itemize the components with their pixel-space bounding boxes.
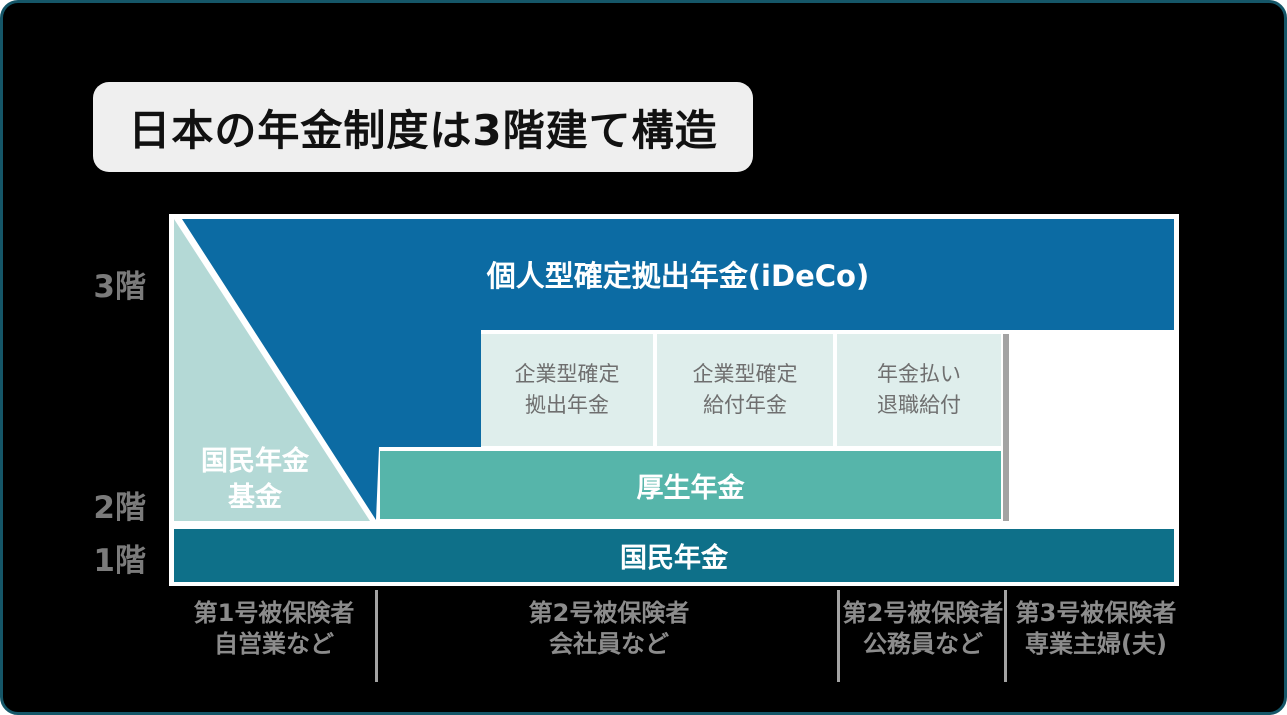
floor-label-2: 2階 <box>93 489 146 526</box>
category-label-4: 第3号被保険者 専業主婦(夫) <box>1009 591 1183 667</box>
ideco-label: 個人型確定拠出年金(iDeCo) <box>486 259 870 293</box>
category-3-line1: 第2号被保険者 <box>842 599 1004 627</box>
category-2-line2: 会社員など <box>549 630 669 658</box>
category-label-1: 第1号被保険者 自営業など <box>171 591 377 667</box>
floor-label-1: 1階 <box>93 542 146 579</box>
category-3-line2: 公務員など <box>863 630 983 658</box>
corporate-dc-line1: 企業型確定 <box>514 362 620 386</box>
kokumin-kikin-line2: 基金 <box>228 482 282 513</box>
column-divider-bar <box>1003 334 1009 521</box>
retirement-benefit-label: 年金払い 退職給付 <box>837 334 1001 446</box>
category-2-line1: 第2号被保険者 <box>528 599 690 627</box>
kosei-nenkin-label: 厚生年金 <box>636 472 745 504</box>
category-label-3: 第2号被保険者 公務員など <box>841 591 1005 667</box>
category-label-2: 第2号被保険者 会社員など <box>380 591 838 667</box>
category-separator-1 <box>375 590 378 682</box>
corporate-db-box <box>657 334 833 446</box>
kokumin-kikin-line1: 国民年金 <box>201 446 309 477</box>
retirement-benefit-line1: 年金払い <box>877 362 961 386</box>
kokumin-nenkin-label: 国民年金 <box>620 543 728 574</box>
corporate-db-label: 企業型確定 給付年金 <box>657 334 833 446</box>
page-title: 日本の年金制度は3階建て構造 <box>128 105 718 155</box>
category-separator-3 <box>1004 590 1007 682</box>
retirement-benefit-line2: 退職給付 <box>877 393 961 417</box>
corporate-dc-label: 企業型確定 拠出年金 <box>481 334 653 446</box>
category-separator-2 <box>837 590 840 682</box>
category-4-line2: 専業主婦(夫) <box>1025 630 1167 658</box>
kokumin-kikin-triangle <box>174 219 370 521</box>
pension-structure-diagram <box>169 214 1179 586</box>
retirement-benefit-box <box>837 334 1001 446</box>
kokumin-nenkin-bar <box>174 529 1174 582</box>
corporate-db-line2: 給付年金 <box>703 393 787 417</box>
corporate-dc-box <box>481 334 653 446</box>
category-4-line1: 第3号被保険者 <box>1015 599 1177 627</box>
kosei-nenkin-bar <box>380 451 1001 519</box>
category-1-line1: 第1号被保険者 <box>193 599 355 627</box>
floor-label-3: 3階 <box>93 268 146 305</box>
ideco-region <box>182 219 1174 520</box>
title-card: 日本の年金制度は3階建て構造 <box>93 82 753 172</box>
kokumin-kikin-label: 国民年金 基金 <box>176 435 334 525</box>
category-1-line2: 自営業など <box>214 630 334 658</box>
corporate-db-line1: 企業型確定 <box>692 362 798 386</box>
corporate-dc-line2: 拠出年金 <box>525 393 609 417</box>
